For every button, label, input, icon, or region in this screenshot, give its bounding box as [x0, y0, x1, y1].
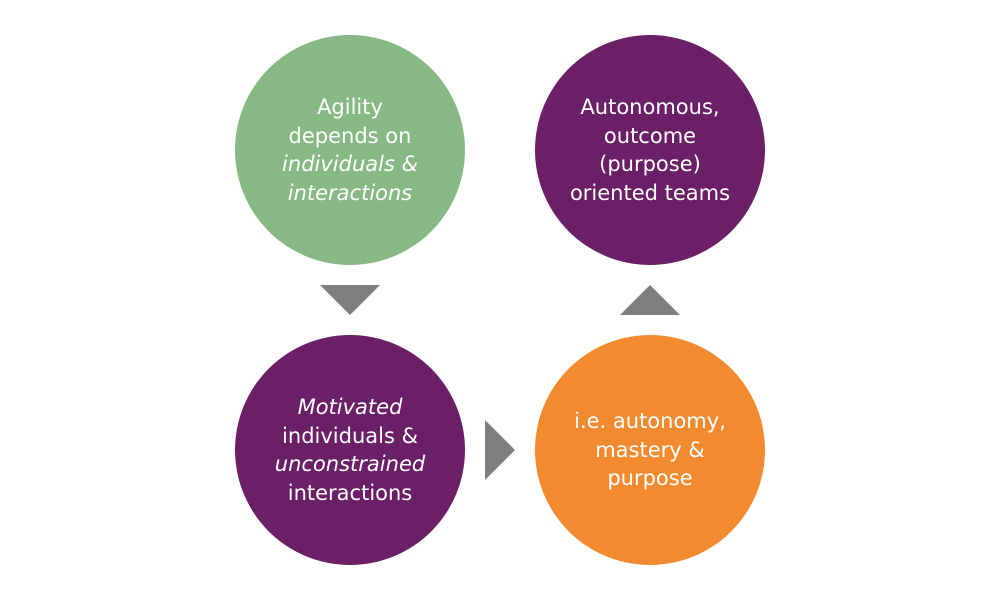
arrow-down-icon — [320, 285, 380, 315]
node-autonomy-mastery-purpose-text: i.e. autonomy, mastery & purpose — [574, 407, 726, 493]
node-agility-line-4: interactions — [287, 180, 413, 205]
node-autonomous-line-3: (purpose) — [599, 152, 701, 176]
node-autonomy-mastery-purpose-circle: i.e. autonomy, mastery & purpose — [535, 335, 765, 565]
node-motivated-line-4: interactions — [287, 480, 413, 505]
node-autonomy-line-2: mastery & — [595, 437, 705, 462]
node-agility-text: Agility depends on individuals & interac… — [282, 93, 418, 207]
node-autonomy-line-3: purpose — [607, 466, 693, 491]
node-agility-line-2: depends on — [288, 123, 412, 148]
arrow-right-icon — [485, 420, 515, 480]
arrow-up-icon — [620, 285, 680, 315]
node-motivated-line-2: individuals & — [282, 423, 418, 448]
node-autonomous-line-2: outcome — [603, 123, 697, 148]
node-agility-line-3: individuals & — [282, 152, 418, 176]
node-autonomy-line-1: i.e. autonomy, — [574, 409, 726, 434]
node-autonomous-teams-text: Autonomous, outcome (purpose) oriented t… — [570, 93, 730, 207]
node-autonomous-line-1: Autonomous, — [580, 95, 720, 119]
node-motivated-text: Motivated individuals & unconstrained in… — [275, 393, 425, 507]
node-autonomous-line-4: oriented teams — [569, 180, 731, 205]
node-autonomous-teams-circle: Autonomous, outcome (purpose) oriented t… — [535, 35, 765, 265]
node-motivated-circle: Motivated individuals & unconstrained in… — [235, 335, 465, 565]
node-agility-circle: Agility depends on individuals & interac… — [235, 35, 465, 265]
node-motivated-line-3: unconstrained — [274, 452, 426, 476]
node-agility-line-1: Agility — [317, 95, 383, 119]
node-motivated-line-1: Motivated — [297, 395, 403, 419]
